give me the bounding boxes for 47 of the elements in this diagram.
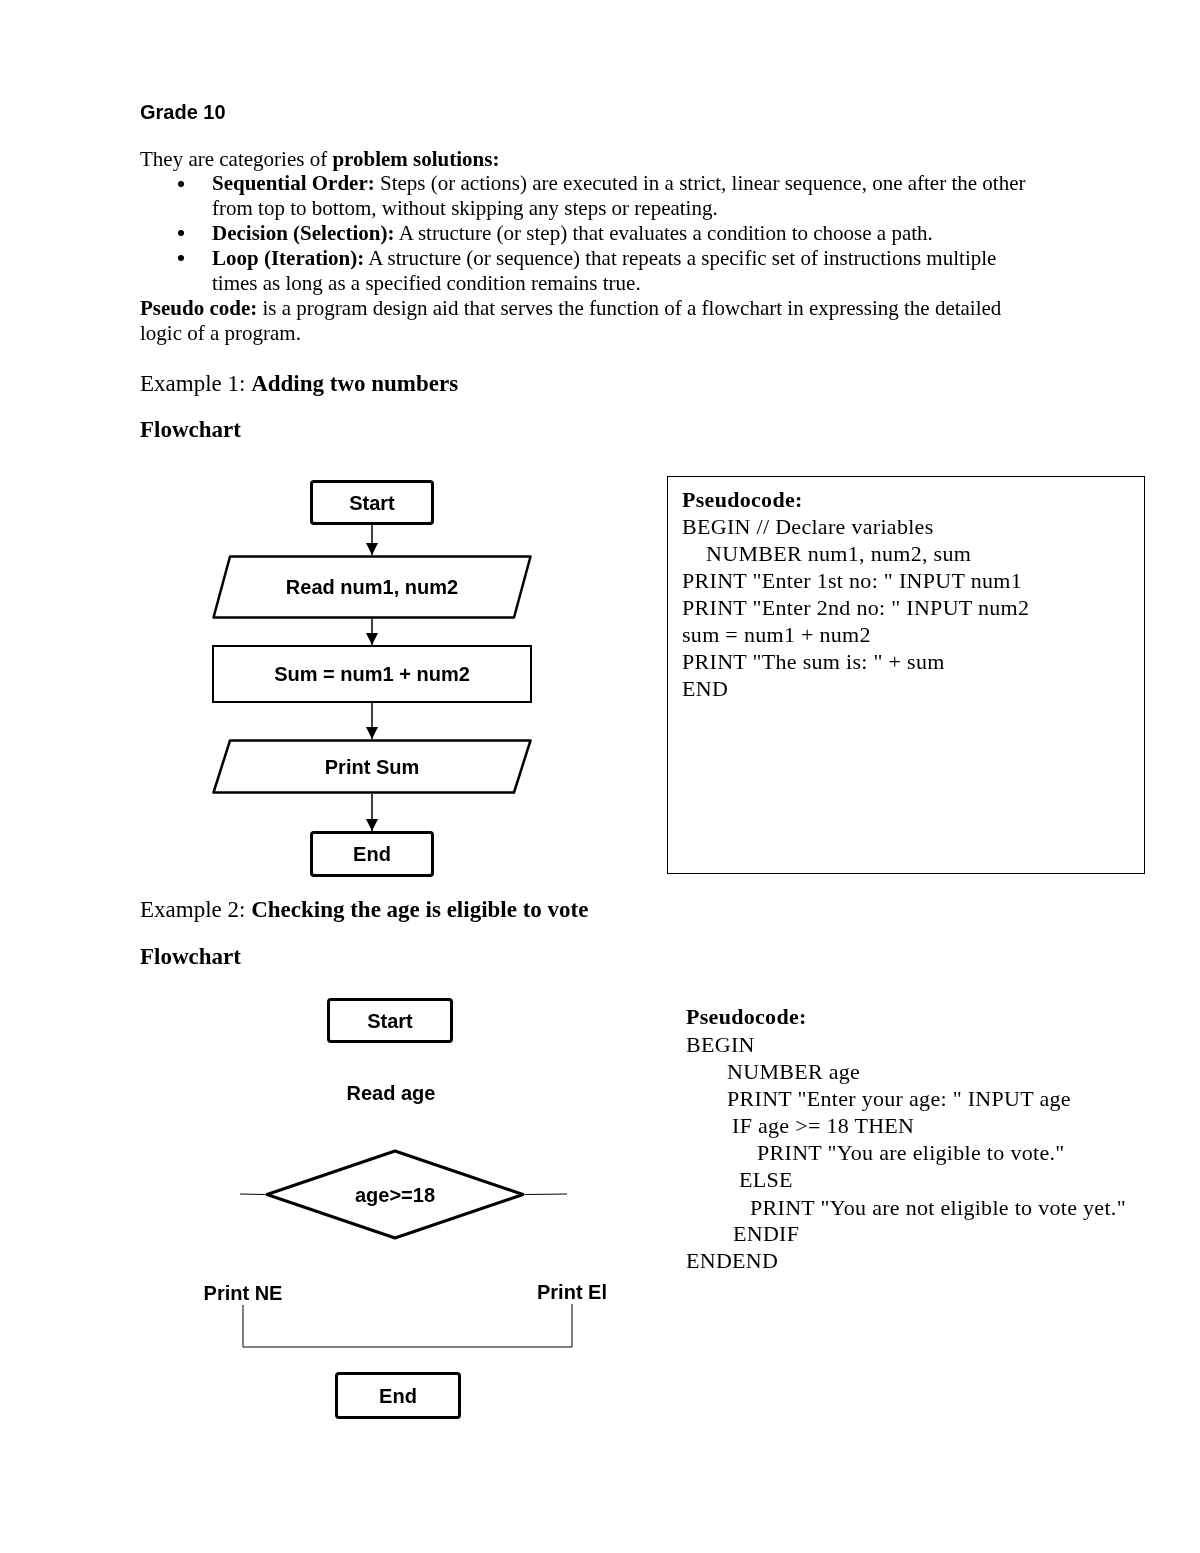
definition-text: Loop (Iteration): A structure (or sequence) that repeats a specific set of instructions multiple times as long as a specified condition remains true.	[212, 246, 998, 296]
process-box: Sum = num1 + num2	[212, 645, 532, 703]
example-heading: Example 1: Adding two numbers	[140, 370, 459, 398]
flowchart-step-text: Print NE	[203, 1281, 283, 1305]
section-heading: Flowchart	[140, 943, 241, 971]
code-line: ELSE	[739, 1166, 793, 1193]
intro-text: They are categories of problem solutions:	[140, 147, 501, 172]
flowchart-step-text: Print El	[537, 1280, 607, 1304]
code-line: PRINT "Enter your age: " INPUT age	[727, 1085, 1071, 1112]
end-terminal: End	[310, 831, 434, 877]
connector-line	[242, 1303, 573, 1348]
code-line: IF age >= 18 THEN	[732, 1112, 915, 1139]
flowchart-step-text: Read age	[346, 1081, 436, 1105]
end-terminal: End	[335, 1372, 461, 1419]
code-line: ENDEND	[686, 1247, 779, 1274]
code-line: BEGIN	[686, 1031, 755, 1058]
start-terminal: Start	[310, 480, 434, 525]
code-line: NUMBER num1, num2, sum	[705, 540, 972, 567]
section-heading: Flowchart	[140, 416, 241, 444]
definition-text: Pseudo code: is a program design aid that serves the function of a flowchart in expressing the detailed logic of a program.	[140, 296, 1003, 346]
connector-line	[524, 1193, 568, 1195]
code-line: PRINT "The sum is: " + sum	[682, 648, 945, 675]
arrow	[366, 618, 378, 646]
example-heading: Example 2: Checking the age is eligible to vote	[140, 896, 589, 924]
pseudocode-box	[667, 476, 1145, 874]
input-parallelogram: Read num1, num2	[212, 555, 532, 619]
arrow	[366, 702, 378, 740]
arrow	[366, 524, 378, 556]
code-line: END	[682, 675, 729, 702]
connector-line	[239, 1193, 266, 1195]
decision-diamond: age>=18	[265, 1149, 525, 1240]
code-line: sum = num1 + num2	[682, 621, 871, 648]
code-line: PRINT "Enter 2nd no: " INPUT num2	[682, 594, 1030, 621]
code-heading: Pseudocode:	[686, 1003, 807, 1030]
code-line: PRINT "You are eligible to vote."	[757, 1139, 1065, 1166]
start-terminal: Start	[327, 998, 453, 1043]
page-title: Grade 10	[140, 100, 226, 124]
definition-text: Decision (Selection): A structure (or step) that evaluates a condition to choose a path.	[212, 221, 934, 246]
code-heading: Pseudocode:	[682, 486, 803, 513]
code-line: NUMBER age	[727, 1058, 861, 1085]
code-line: BEGIN // Declare variables	[682, 513, 934, 540]
code-line: PRINT "You are not eligible to vote yet."	[750, 1194, 1126, 1221]
code-line: ENDIF	[733, 1220, 800, 1247]
arrow	[366, 793, 378, 832]
definition-text: Sequential Order: Steps (or actions) are executed in a strict, linear sequence, one after the other from top to bottom, without skipping any steps or repeating.	[212, 171, 1027, 221]
output-parallelogram: Print Sum	[212, 739, 532, 794]
code-line: PRINT "Enter 1st no: " INPUT num1	[682, 567, 1022, 594]
